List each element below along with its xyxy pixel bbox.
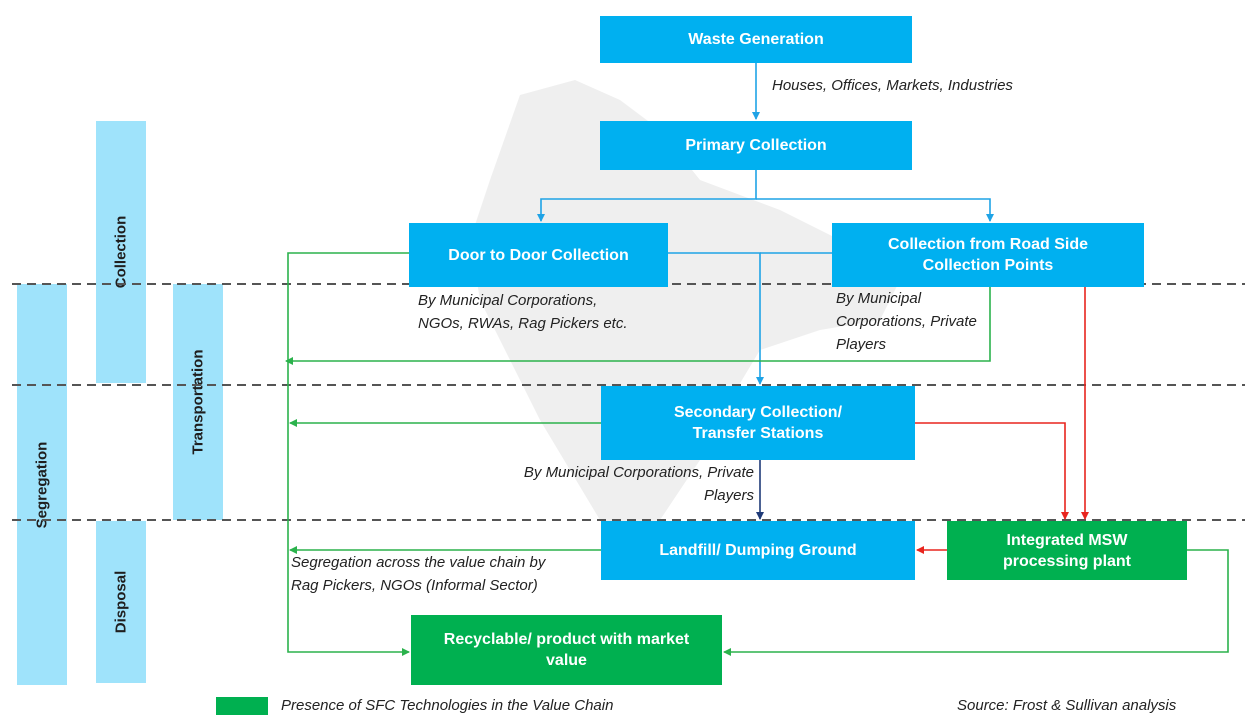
- note-road-side-operators: By Municipal Corporations, Private Playe…: [836, 290, 977, 353]
- note-waste-sources: Houses, Offices, Markets, Industries: [772, 77, 1013, 94]
- source-credit: Source: Frost & Sullivan analysis: [957, 697, 1177, 714]
- red-arrows: [915, 287, 1089, 554]
- legend-label: Presence of SFC Technologies in the Valu…: [281, 697, 614, 714]
- note-segregation: Segregation across the value chain by Ra…: [291, 554, 546, 594]
- node-recyclable-product: Recyclable/ product with market value: [411, 615, 722, 685]
- stage-transportation: Transportation: [173, 284, 223, 520]
- node-waste-generation: Waste Generation: [600, 16, 912, 63]
- note-door-to-door-operators: By Municipal Corporations, NGOs, RWAs, R…: [418, 292, 628, 332]
- node-msw-processing-plant: Integrated MSW processing plant: [947, 521, 1187, 580]
- stage-disposal: Disposal: [96, 521, 146, 683]
- node-secondary-collection: Secondary Collection/ Transfer Stations: [601, 386, 915, 460]
- stage-segregation: Segregation: [17, 284, 67, 685]
- stage-collection: Collection: [96, 121, 146, 383]
- node-primary-collection: Primary Collection: [600, 121, 912, 170]
- node-road-side-collection: Collection from Road Side Collection Poi…: [832, 223, 1144, 287]
- node-landfill: Landfill/ Dumping Ground: [601, 521, 915, 580]
- blue-arrows: [537, 63, 994, 385]
- legend-swatch: [216, 697, 268, 715]
- node-door-to-door-collection: Door to Door Collection: [409, 223, 668, 287]
- green-arrows: [285, 252, 1229, 656]
- note-secondary-operators: By Municipal Corporations, Private Playe…: [523, 464, 754, 504]
